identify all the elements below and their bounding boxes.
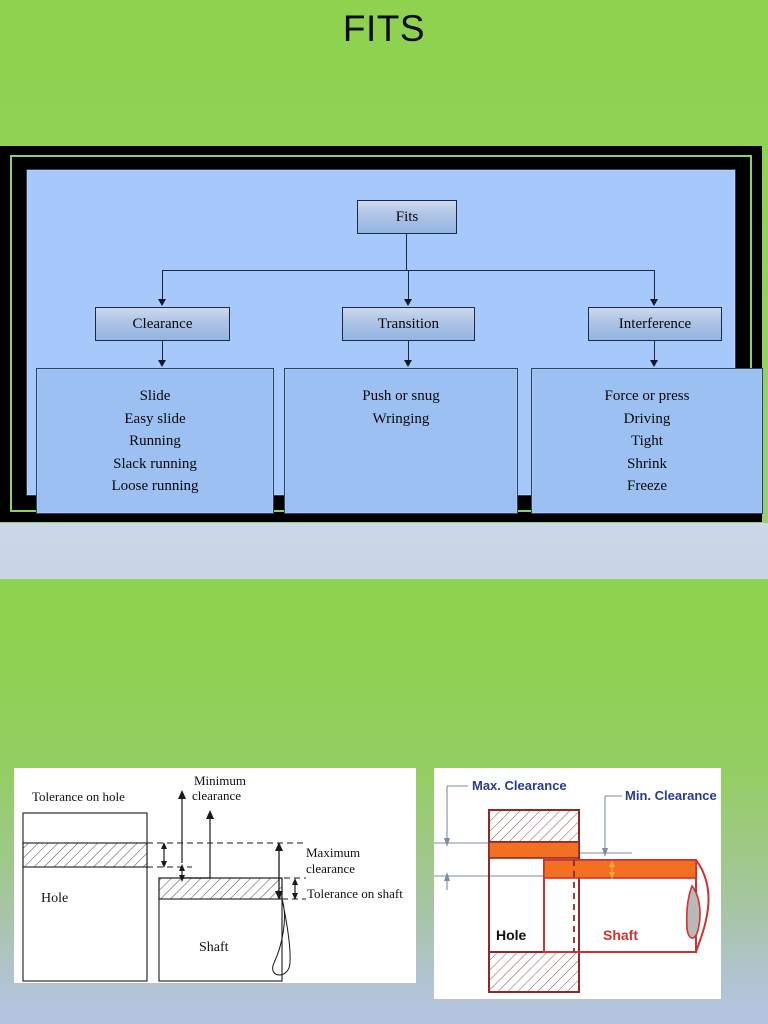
connector-drop-interference	[654, 270, 655, 300]
connector-root-stem	[406, 234, 407, 270]
arrowhead-leaf-interference	[650, 360, 658, 367]
flowchart-frame: Fits Clearance Transition Interference	[0, 146, 763, 522]
list-item: Wringing	[372, 410, 430, 427]
label-maximum-clearance-1: Maximum	[306, 845, 360, 860]
label-shaft: Shaft	[603, 927, 638, 943]
label-hole: Hole	[41, 891, 68, 906]
flowchart-leaf-clearance[interactable]: Slide Easy slide Running Slack running L…	[36, 368, 274, 514]
flowchart-node-interference[interactable]: Interference	[588, 307, 722, 341]
list-item: Push or snug	[362, 388, 440, 404]
list-item: Loose running	[111, 478, 199, 494]
label-tolerance-on-shaft: Tolerance on shaft	[307, 886, 403, 901]
flowchart-node-clearance[interactable]: Clearance	[95, 307, 230, 341]
list-item: Running	[129, 433, 181, 449]
list-item: Force or press	[604, 388, 690, 404]
label-min-clearance: Min. Clearance	[625, 788, 717, 803]
list-item: Tight	[631, 433, 663, 449]
list-item: Shrink	[626, 455, 667, 472]
list-item: Slack running	[113, 455, 197, 472]
flowchart-node-fits-label: Fits	[395, 208, 419, 225]
arrowhead-clearance	[158, 299, 166, 306]
page-title: FITS	[342, 8, 426, 49]
connector-leaf-interference	[654, 341, 655, 361]
figure-hole-shaft-tolerance: Tolerance on hole Minimum clearance Maxi…	[14, 768, 416, 983]
label-hole: Hole	[496, 927, 527, 943]
flowchart-leaf-transition[interactable]: Push or snug Wringing	[284, 368, 518, 514]
flowchart-node-fits[interactable]: Fits	[357, 200, 457, 234]
figure-clearance-fit: Max. Clearance Min. Clearance Hole Shaft	[434, 768, 721, 999]
arrowhead-leaf-transition	[404, 360, 412, 367]
flowchart-panel: Fits Clearance Transition Interference	[26, 169, 763, 514]
flowchart-node-interference-label: Interference	[618, 315, 692, 332]
arrowhead-leaf-clearance	[158, 360, 166, 367]
list-item: Slide	[139, 388, 171, 404]
background-middle-band	[0, 523, 768, 579]
list-item: Driving	[623, 410, 671, 427]
label-minimum-clearance-2: clearance	[192, 788, 241, 803]
arrowhead-transition	[404, 299, 412, 306]
flowchart-node-clearance-label: Clearance	[132, 315, 193, 332]
label-shaft: Shaft	[199, 940, 229, 955]
flowchart-frame-accent: Fits Clearance Transition Interference	[10, 155, 763, 514]
list-item: Freeze	[627, 478, 667, 494]
connector-leaf-transition	[408, 341, 409, 361]
list-item: Easy slide	[124, 410, 186, 427]
label-tolerance-on-hole: Tolerance on hole	[32, 789, 125, 804]
label-maximum-clearance-2: clearance	[306, 861, 355, 876]
label-minimum-clearance-1: Minimum	[194, 773, 246, 788]
flowchart-leaf-interference[interactable]: Force or press Driving Tight Shrink Free…	[531, 368, 763, 514]
arrowhead-interference	[650, 299, 658, 306]
connector-drop-clearance	[162, 270, 163, 300]
flowchart-node-transition[interactable]: Transition	[342, 307, 475, 341]
label-max-clearance: Max. Clearance	[472, 778, 567, 793]
flowchart-node-transition-label: Transition	[377, 315, 440, 332]
connector-drop-transition	[408, 270, 409, 300]
connector-leaf-clearance	[162, 341, 163, 361]
